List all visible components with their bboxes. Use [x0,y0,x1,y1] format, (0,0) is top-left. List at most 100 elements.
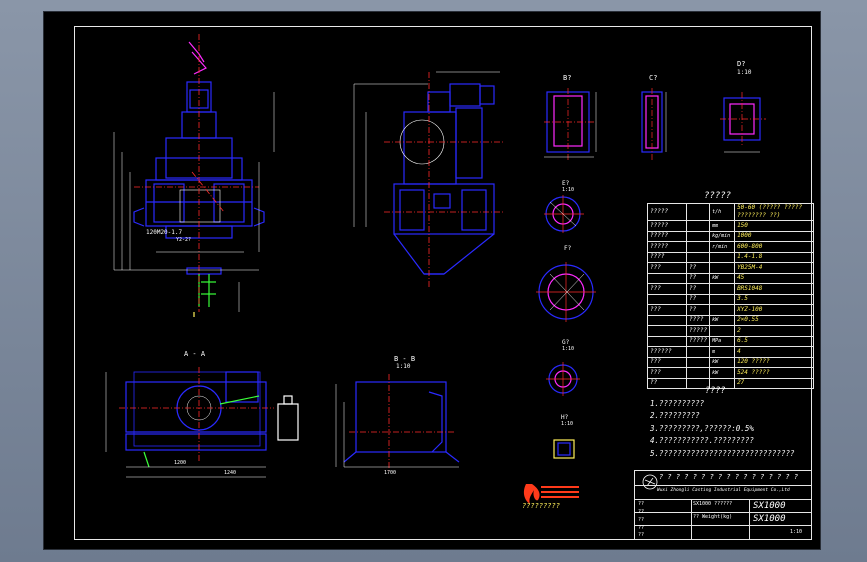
spec-row: ????1.4-1.8 [647,251,814,263]
spec-value: 600-800 [734,241,814,253]
spec-sublabel [685,367,711,379]
spec-label: ?????? [647,346,687,358]
spec-unit: kg/min [709,230,736,242]
side-elevation-centerlines [384,72,504,287]
view-g-label: G? [562,339,570,346]
spec-label: ????? [647,203,687,221]
spec-row: ?????XYZ-100 [647,304,814,316]
spec-unit: r/min [709,241,736,253]
drawing-sheet: A - A B - B 1:10 B? C? D? 1:10 E? 1:10 F… [44,12,820,549]
spec-value: 4 [734,346,814,358]
front-elevation-dims [113,92,275,312]
tb-row: ?? [638,525,645,531]
spec-unit [709,304,736,316]
scale-value: 1:10 [790,529,803,535]
detail-view-b [544,88,597,160]
note-item: 5.?????????????????????????????? [650,448,795,458]
spec-sublabel [685,251,711,263]
side-elevation-view [393,83,495,275]
spec-sublabel [685,241,711,253]
note-item: 4.???????????.????????? [650,436,754,445]
spec-value: 1000 [734,230,814,242]
drawing-code-2: SX1000 [753,514,786,524]
spec-row: ??27 [647,377,814,389]
spec-value: 27 [734,377,814,389]
spec-label: ???? [647,251,687,263]
tb-row: ?? [638,517,645,523]
spec-label: ????? [647,241,687,253]
spec-value: 120 ????? [734,356,814,368]
spec-sublabel [685,203,711,221]
spec-value: 524 ????? [734,367,814,379]
detail-view-d [720,92,766,153]
spec-unit: t/h [709,203,736,221]
spec-label: ??? [647,367,687,379]
dim-1700: 1700 [384,470,397,476]
view-e-label: E? [562,180,570,187]
spec-sublabel [685,346,711,358]
view-f-label: F? [564,245,572,252]
bolt-callout: 120M20-1.7 [146,229,183,236]
detail-view-c [641,88,667,160]
spec-sublabel: ?? [685,283,711,295]
spec-value: 50-60 (????? ????? ???????? ??) [734,203,814,221]
spec-unit: mm [709,220,736,232]
note-item: 2.????????? [650,411,700,420]
spec-label: ??? [647,356,687,368]
spec-value: 2×0.55 [734,314,814,326]
spec-label: ????? [647,230,687,242]
weight-label: ?? Weight(kg) [693,514,733,520]
spec-sublabel [685,220,711,232]
side-elevation-dims [353,71,500,227]
spec-value: 45 [734,272,814,284]
section-bb-scale: 1:10 [396,363,411,370]
detail-view-h [553,439,575,459]
dim-1240: 1240 [224,470,237,476]
spec-unit [709,325,736,337]
title-block-logo-mark [642,474,658,490]
view-d-scale: 1:10 [737,69,752,76]
spec-sublabel: ?? [685,304,711,316]
note-item: 1.?????????? [650,398,705,408]
spec-value: 6.5 [734,335,814,347]
company-name-en: Wuxi Zhongli Casting Industrial Equipmen… [657,488,790,493]
spec-unit: MPa [709,335,736,347]
front-elevation-centerlines [134,34,259,312]
spec-sublabel: ?? [685,293,711,305]
tb-row: ?? [638,501,645,507]
spec-unit [709,293,736,305]
company-name: ? ? ? ? ? ? ? ? ? ? ? ? ? ? ? ? ? [659,473,799,481]
spec-unit: kW [709,272,736,284]
spec-sublabel [685,356,711,368]
spec-label [647,293,687,305]
notes-title: ???? [705,386,726,396]
spec-unit [709,251,736,263]
spec-sublabel: ????? [685,335,711,347]
view-h-scale: 1:10 [561,421,574,427]
spec-row: ?????BRS1048 [647,283,814,295]
detail-view-g [546,362,580,396]
view-e-scale: 1:10 [562,187,575,193]
detail-view-e [544,195,584,233]
plan-view-aa [125,371,299,468]
spec-sublabel: ?? [685,272,711,284]
spec-sublabel: ?? [685,262,711,274]
title-block: ? ? ? ? ? ? ? ? ? ? ? ? ? ? ? ? ? Wuxi Z… [634,470,812,540]
motor-callout: Y2-2? [176,237,192,243]
technical-notes: ???? 1.?????????? 2.????????? 3.????????… [650,385,795,460]
spec-row: ?????2 [647,325,814,337]
spec-label: ????? [647,220,687,232]
spec-unit [709,283,736,295]
view-c-label: C? [649,74,658,82]
section-aa-label: A - A [184,350,206,358]
spec-unit: m [709,346,736,358]
note-item: 3.?????????,??????:0.5% [650,423,754,433]
detail-view-f [536,262,596,322]
